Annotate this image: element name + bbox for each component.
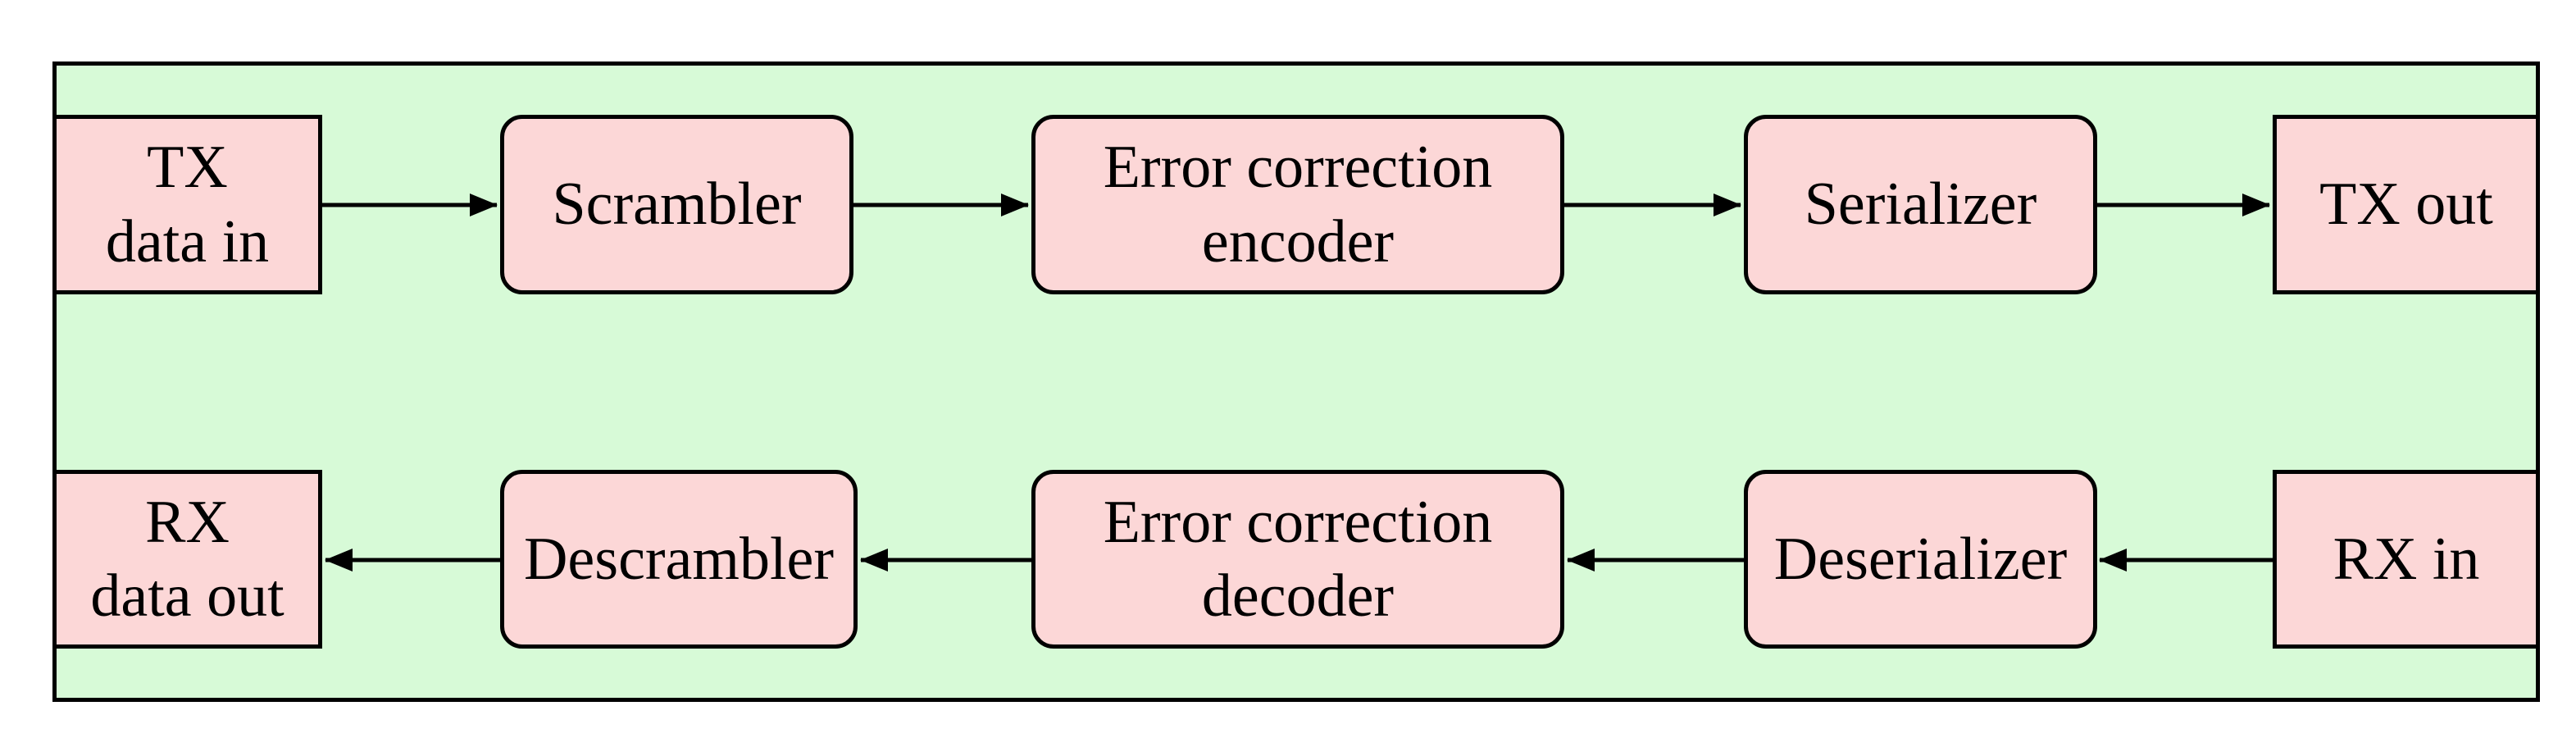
node-deserializer-label: Deserializer	[1773, 525, 2068, 593]
node-tx-data-in: TX data in	[52, 115, 322, 294]
node-error-correction-encoder: Error correction encoder	[1031, 115, 1564, 294]
node-descrambler: Descrambler	[500, 470, 858, 649]
node-rx-in-label: RX in	[2333, 525, 2480, 593]
node-deserializer: Deserializer	[1744, 470, 2097, 649]
node-rx-data-out: RX data out	[52, 470, 322, 649]
node-tx-out-label: TX out	[2319, 171, 2493, 239]
node-serializer-label: Serializer	[1804, 171, 2037, 239]
node-serializer: Serializer	[1744, 115, 2097, 294]
node-error-correction-decoder: Error correction decoder	[1031, 470, 1564, 649]
node-tx-out: TX out	[2273, 115, 2540, 294]
node-scrambler: Scrambler	[500, 115, 853, 294]
node-rx-data-out-label: RX data out	[90, 488, 284, 630]
node-scrambler-label: Scrambler	[552, 171, 802, 239]
node-rx-in: RX in	[2273, 470, 2540, 649]
node-error-correction-encoder-label: Error correction encoder	[1103, 134, 1493, 276]
node-descrambler-label: Descrambler	[523, 525, 835, 593]
node-error-correction-decoder-label: Error correction decoder	[1103, 488, 1493, 630]
node-tx-data-in-label: TX data in	[105, 134, 270, 276]
